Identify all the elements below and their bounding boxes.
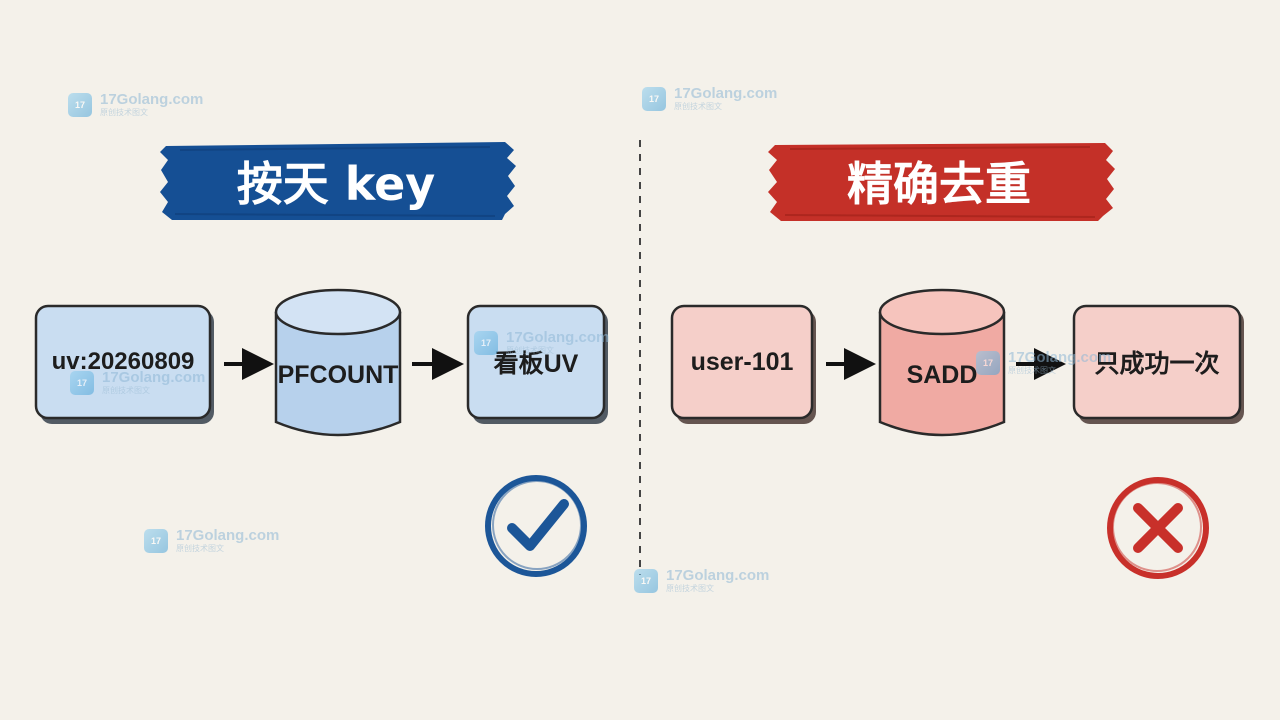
right-result-box: [1072, 304, 1244, 424]
right-user-label: user-101: [690, 347, 794, 376]
right-banner: [768, 143, 1115, 221]
watermark-logo-icon: 17: [144, 528, 168, 553]
left-banner: [160, 142, 516, 220]
left-cylinder-label: PFCOUNT: [277, 360, 399, 389]
cross-circle-icon: [1107, 477, 1209, 579]
left-dashboard-label: 看板UV: [493, 350, 579, 378]
right-cylinder-label: SADD: [906, 360, 978, 389]
right-cylinder: [878, 288, 1006, 437]
right-result-label: 只成功一次: [1094, 350, 1220, 378]
left-dashboard-box: [466, 304, 608, 424]
left-title: 按天 key: [236, 157, 436, 211]
watermark-logo-icon: 17: [68, 92, 92, 117]
left-cylinder: [274, 288, 402, 437]
right-user-box: [670, 304, 816, 424]
watermark-logo-icon: 17: [634, 568, 658, 593]
check-circle-icon: [485, 475, 587, 577]
watermark-logo-icon: 17: [70, 370, 94, 395]
right-title: 精确去重: [847, 157, 1031, 211]
left-key-label: uv:20260809: [51, 348, 195, 375]
left-key-box: [34, 304, 214, 424]
watermark-logo-icon: 17: [976, 350, 1000, 375]
watermark-logo-icon: 17: [474, 330, 498, 355]
watermark-logo-icon: 17: [642, 86, 666, 111]
